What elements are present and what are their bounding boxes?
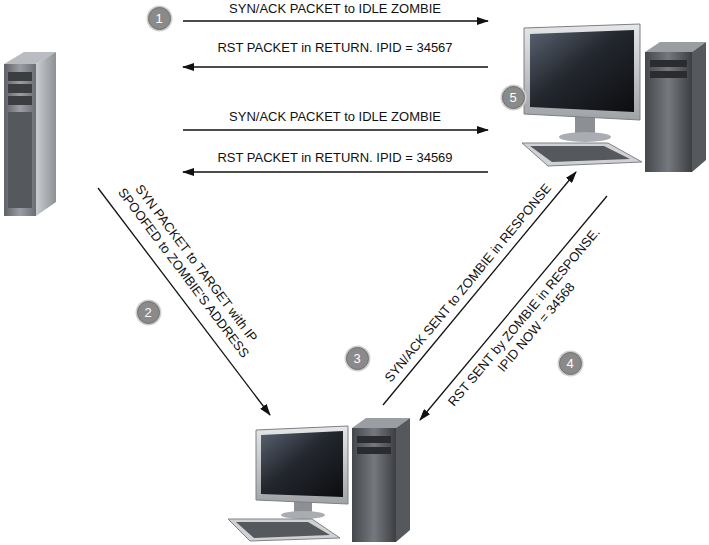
monitor-base [559,132,611,142]
arrow-label: RST PACKET in RETURN. IPID = 34567 [216,40,453,56]
front-grille [8,112,32,208]
arrow-label: RST PACKET in RETURN. IPID = 34569 [216,150,453,166]
monitor-screen [261,431,343,497]
keyboard [228,519,340,541]
callout-number: 5 [509,91,516,104]
tower-front [352,428,396,542]
target-computer [228,418,410,542]
callout-circle: 1 [148,7,171,30]
arrow-label: SYN PACKET to TARGET with IP SPOOFED to … [111,170,270,366]
callout-circle: 3 [346,347,369,370]
drive-bay [650,71,687,78]
keyboard [522,143,642,166]
monitor-base [281,511,325,519]
drive-bay [357,447,391,454]
arrow-line [183,171,488,172]
monitor-frame [256,426,348,504]
tower-front [4,64,36,216]
tower-side [692,42,706,172]
arrow-label: SYN/ACK SENT to ZOMBIE in RESPONSE [381,180,555,386]
tower-side [36,52,56,216]
drive-bay [650,60,687,67]
drive-bay [8,72,32,81]
arrow-line [183,129,488,130]
drive-bay [8,96,32,105]
callout-circle: 5 [502,86,525,109]
drive-bay [8,84,32,93]
arrow-label: RST SENT by ZOMBIE in RESPONSE. IPID NOW… [440,219,619,424]
callout-circle: 4 [559,352,582,375]
zombie-computer [522,24,706,172]
callout-number: 2 [144,306,151,319]
arrow-label: SYN/ACK PACKET to IDLE ZOMBIE [228,109,442,125]
tower-front [645,52,692,172]
arrow-label: SYN/ACK PACKET to IDLE ZOMBIE [228,1,442,17]
keyboard-keys [236,522,330,538]
callout-circle: 2 [137,301,160,324]
keyboard-keys [530,146,630,162]
callout-number: 4 [566,357,573,370]
monitor-screen [530,30,634,112]
tower-side [396,418,410,542]
callout-number: 1 [155,12,162,25]
drive-bay [357,436,391,443]
callout-number: 3 [353,352,360,365]
monitor-stand [575,116,595,134]
arrow-line [98,188,270,415]
arrow-line [183,20,488,21]
server-tower [4,52,56,216]
monitor-frame [524,24,640,120]
arrow-line [183,66,488,67]
